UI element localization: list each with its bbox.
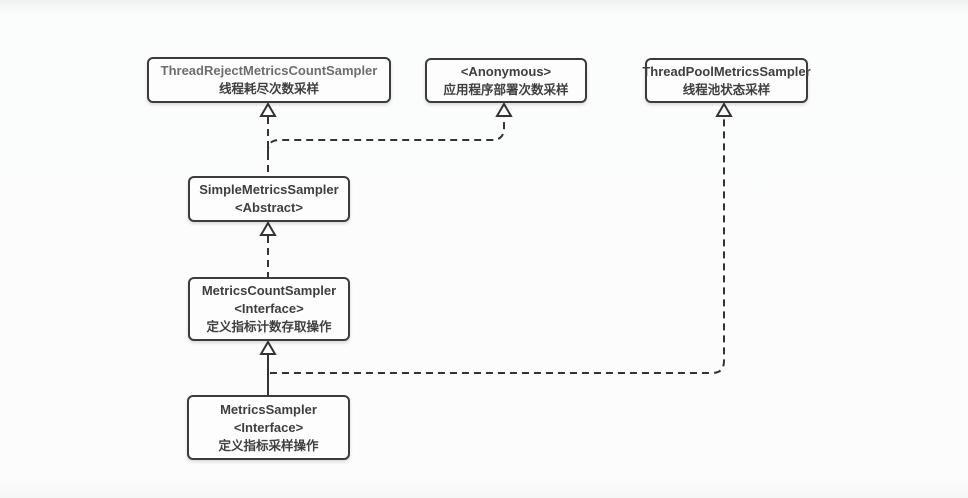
triangle-arrow-anonymous: [495, 102, 513, 117]
class-name-label: ThreadRejectMetricsCountSampler: [160, 63, 378, 78]
class-node-metrics-count-sampler: MetricsCountSampler <Interface> 定义指标计数存取…: [188, 277, 350, 341]
class-description-label: 应用程序部署次数采样: [443, 82, 569, 97]
class-description-label: 定义指标采样操作: [218, 438, 319, 453]
class-name-label: MetricsSampler: [220, 401, 317, 417]
triangle-arrow-simple: [259, 221, 277, 236]
class-description-label: 线程池状态采样: [682, 82, 771, 97]
class-node-metrics-sampler: MetricsSampler <Interface> 定义指标采样操作: [187, 395, 350, 460]
triangle-arrow-thread-pool: [715, 102, 733, 117]
edge-metrics-to-thread-pool: [270, 117, 725, 374]
class-node-simple-metrics-sampler: SimpleMetricsSampler <Abstract>: [188, 176, 350, 222]
class-name-label: ThreadPoolMetricsSampler: [642, 63, 811, 79]
class-node-anonymous: <Anonymous> 应用程序部署次数采样: [425, 58, 587, 103]
class-node-thread-pool-metrics-sampler: ThreadPoolMetricsSampler 线程池状态采样: [642, 58, 811, 103]
class-name-label: <Anonymous>: [460, 63, 552, 79]
triangle-arrow-thread-reject: [259, 102, 277, 117]
class-stereotype-label: <Interface>: [234, 301, 304, 316]
class-stereotype-label: <Interface>: [233, 419, 304, 435]
class-stereotype-label: <Abstract>: [235, 200, 303, 215]
edge-simple-to-anonymous: [267, 117, 505, 154]
class-node-thread-reject-metrics-count-sampler: ThreadRejectMetricsCountSampler 线程耗尽次数采样: [147, 57, 391, 103]
triangle-arrow-metrics-count: [259, 340, 277, 355]
class-name-label: MetricsCountSampler: [201, 283, 337, 298]
class-description-label: 线程耗尽次数采样: [218, 82, 319, 96]
class-name-label: SimpleMetricsSampler: [199, 182, 339, 197]
class-description-label: 定义指标计数存取操作: [206, 320, 332, 334]
